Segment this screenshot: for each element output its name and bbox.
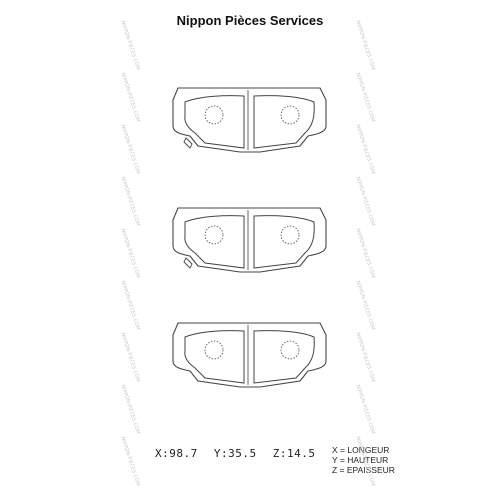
legend-x: X = LONGEUR bbox=[332, 445, 390, 455]
brake-pad-2 bbox=[172, 207, 327, 273]
backing-plate bbox=[172, 207, 327, 273]
mount-hole-left bbox=[204, 105, 224, 125]
mount-hole-right bbox=[280, 340, 300, 360]
legend-z: Z = EPAISSEUR bbox=[332, 465, 395, 475]
brake-pad-1 bbox=[172, 87, 327, 153]
wear-indicator bbox=[183, 137, 193, 149]
dimension-legend: X = LONGEUR Y = HAUTEUR Z = EPAISSEUR bbox=[332, 445, 395, 475]
dimension-z: Z:14.5 bbox=[272, 447, 316, 460]
friction-left bbox=[184, 215, 245, 269]
friction-right bbox=[253, 330, 315, 384]
mount-hole-right bbox=[280, 105, 300, 125]
dimension-y: Y:35.5 bbox=[213, 447, 257, 460]
dimension-x: X:98.7 bbox=[155, 447, 198, 460]
legend-y: Y = HAUTEUR bbox=[332, 455, 389, 465]
brake-pad-3 bbox=[172, 322, 327, 388]
friction-right bbox=[253, 95, 315, 149]
brand-title: Nippon Pièces Services bbox=[176, 13, 324, 28]
wear-indicator bbox=[183, 257, 193, 269]
backing-plate bbox=[172, 87, 327, 153]
mount-hole-left bbox=[204, 340, 224, 360]
backing-plate bbox=[172, 322, 327, 388]
friction-left bbox=[184, 330, 245, 384]
friction-right bbox=[253, 215, 315, 269]
mount-hole-right bbox=[280, 225, 300, 245]
dimension-readout: X:98.7 Y:35.5 Z:14.5 bbox=[155, 447, 325, 460]
mount-hole-left bbox=[204, 225, 224, 245]
friction-left bbox=[184, 95, 245, 149]
